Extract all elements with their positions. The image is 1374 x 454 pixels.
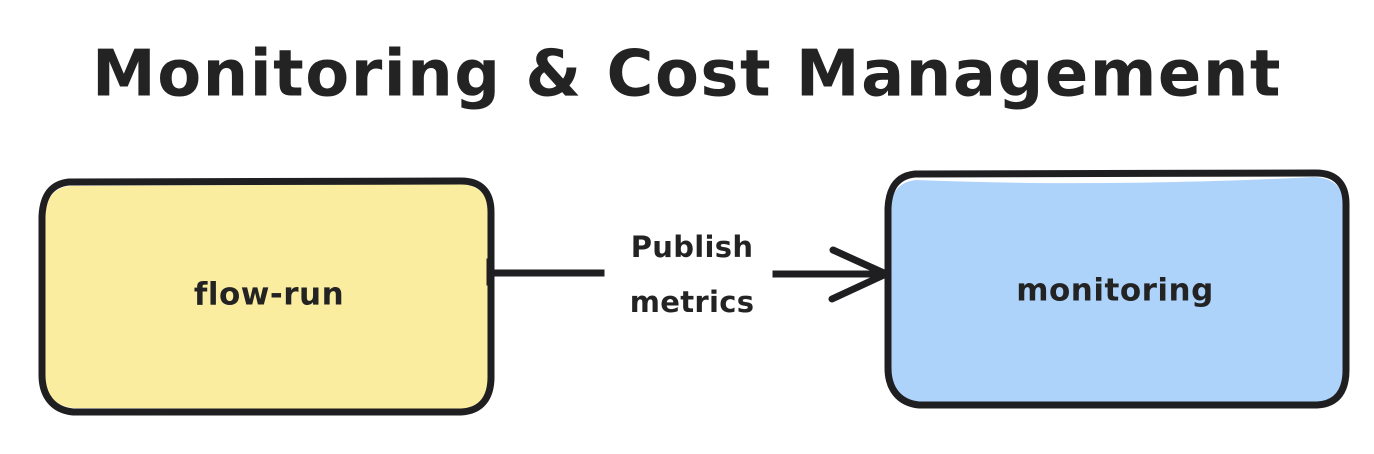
node-flow-run[interactable]: flow-run bbox=[38, 177, 495, 416]
node-flow-run-border bbox=[38, 177, 495, 416]
node-monitoring-border bbox=[884, 169, 1350, 409]
node-monitoring-fill bbox=[890, 177, 1344, 403]
node-monitoring-label: monitoring bbox=[1016, 273, 1214, 309]
edge-arrowhead-icon bbox=[828, 246, 890, 303]
node-flow-run-fill bbox=[44, 184, 489, 409]
node-flow-run-label: flow-run bbox=[194, 277, 344, 313]
node-monitoring[interactable]: monitoring bbox=[884, 169, 1350, 409]
edge-label-line-1: Publish bbox=[631, 230, 754, 264]
edge-publish-metrics[interactable]: Publish metrics bbox=[486, 230, 890, 319]
diagram-title: Monitoring & Cost Management bbox=[92, 38, 1282, 112]
edge-label-line-2: metrics bbox=[630, 285, 755, 319]
